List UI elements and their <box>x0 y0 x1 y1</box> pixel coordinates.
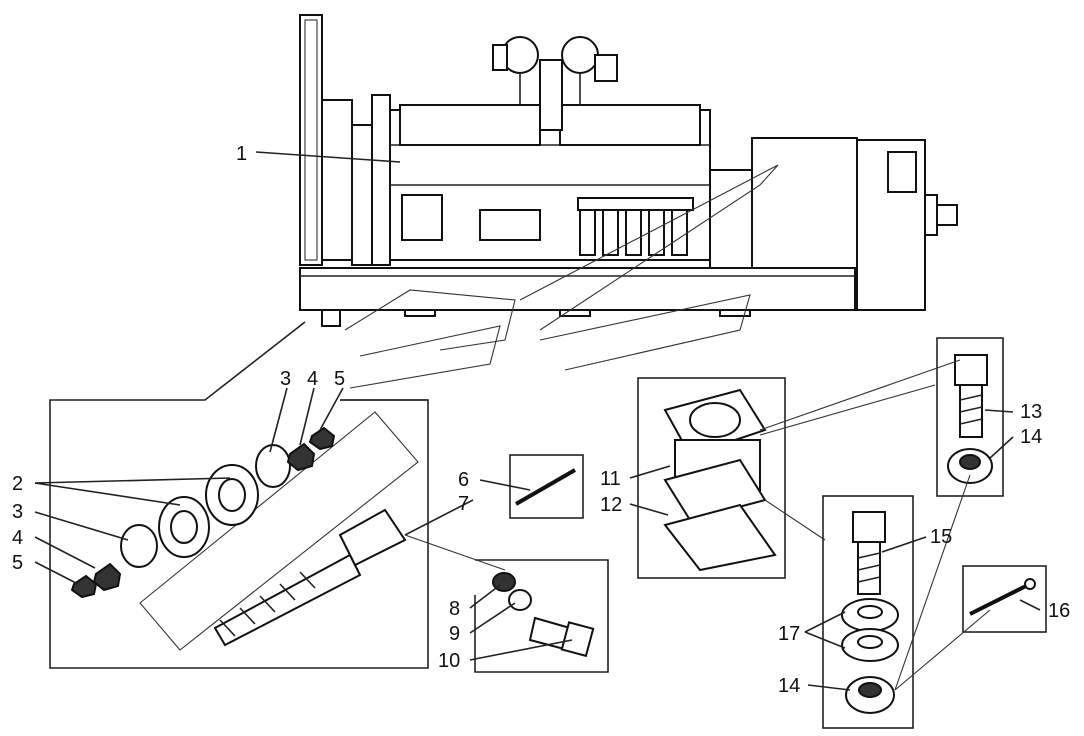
callout-15: 15 <box>930 526 952 548</box>
bolt-nut-detail-lower <box>822 495 914 729</box>
callout-5-left: 5 <box>12 552 23 574</box>
callout-12: 12 <box>600 494 622 516</box>
bolt-nut-detail-upper <box>936 337 1004 497</box>
callout-13: 13 <box>1020 401 1042 423</box>
bolt-detail <box>474 454 609 673</box>
callout-17: 17 <box>778 623 800 645</box>
callout-11: 11 <box>600 468 621 490</box>
callout-1: 1 <box>236 143 247 165</box>
engine-assembly <box>299 14 958 389</box>
callout-3-top: 3 <box>280 368 291 390</box>
callout-8: 8 <box>449 598 460 620</box>
cotter-pin-detail <box>962 565 1047 633</box>
mount-detail-left <box>49 321 429 669</box>
callout-labels: 1 2 3 4 5 3 4 5 6 7 8 9 10 11 12 13 14 1… <box>12 143 1070 697</box>
callout-4-top: 4 <box>307 368 318 390</box>
callout-4-left: 4 <box>12 527 23 549</box>
callout-5-top: 5 <box>334 368 345 390</box>
flange-detail <box>637 377 786 579</box>
callout-14-upper: 14 <box>1020 426 1042 448</box>
callout-2: 2 <box>12 473 23 495</box>
callout-7: 7 <box>458 493 469 515</box>
callout-14-lower: 14 <box>778 675 800 697</box>
callout-16: 16 <box>1048 600 1070 622</box>
callout-3-left: 3 <box>12 501 23 523</box>
leader-lines <box>34 151 1041 691</box>
callout-6: 6 <box>458 469 469 491</box>
callout-10: 10 <box>438 650 460 672</box>
callout-9: 9 <box>449 623 460 645</box>
